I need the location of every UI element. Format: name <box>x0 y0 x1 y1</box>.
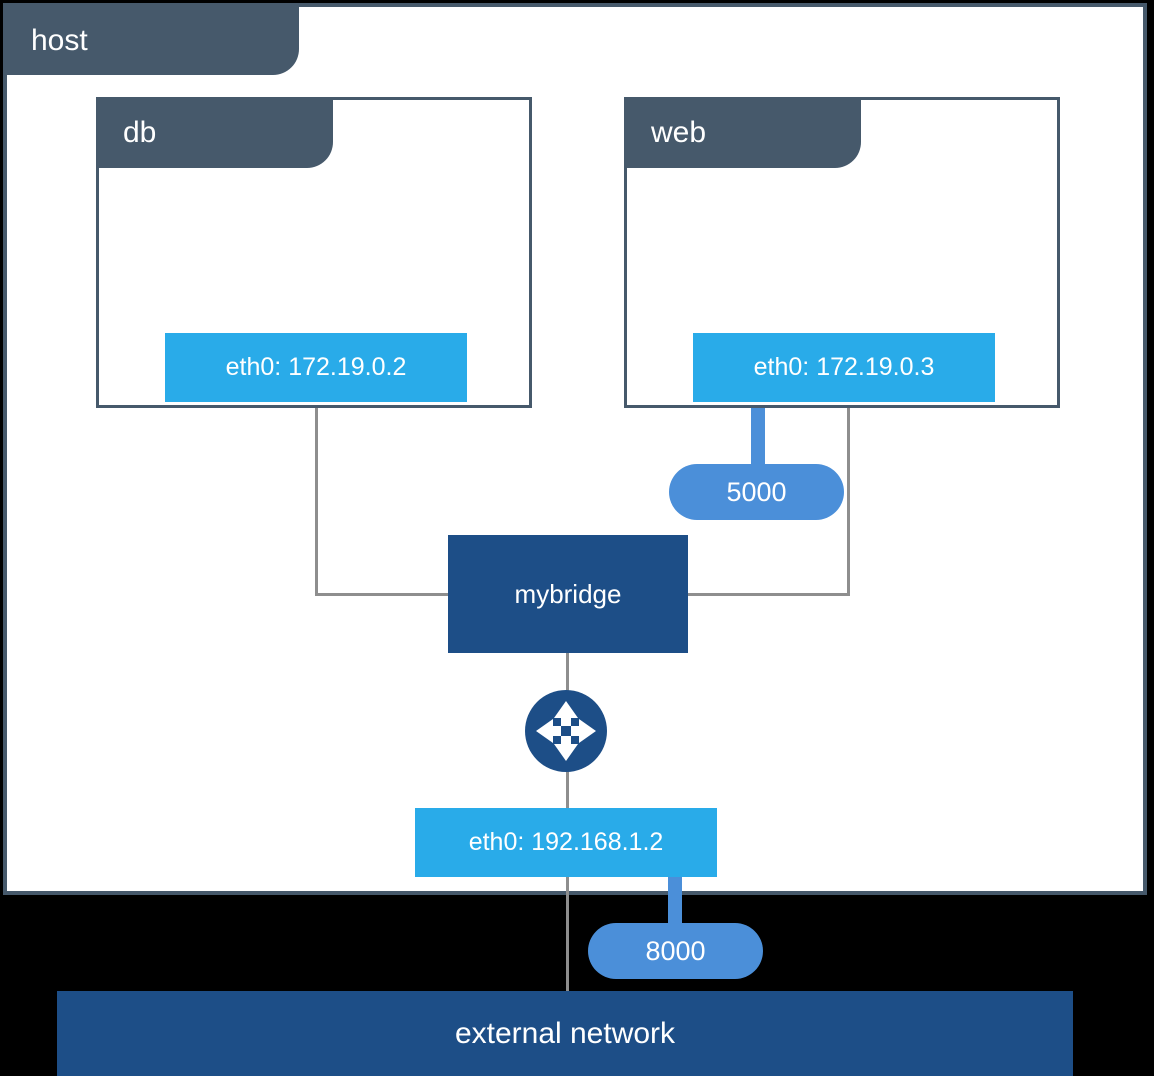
wire-web-to-bridge-vertical <box>847 408 850 596</box>
wire-db-to-bridge-horizontal <box>315 593 452 596</box>
bridge-mybridge-label: mybridge <box>514 578 622 609</box>
wire-host-to-external-network <box>566 876 569 994</box>
port-pill-8000-label: 8000 <box>645 935 706 966</box>
interface-badge-host[interactable]: eth0: 192.168.1.2 <box>415 808 717 877</box>
host-tab-label: host <box>31 24 88 57</box>
port-pill-5000-label: 5000 <box>726 476 787 507</box>
interface-badge-host-label: eth0: 192.168.1.2 <box>468 828 664 856</box>
host-tab: host <box>7 7 299 75</box>
external-network-bar[interactable]: external network <box>57 991 1073 1076</box>
wire-db-to-bridge-vertical <box>315 408 318 596</box>
port-pill-8000[interactable]: 8000 <box>588 923 763 979</box>
interface-badge-web-label: eth0: 172.19.0.3 <box>753 353 935 381</box>
interface-badge-web[interactable]: eth0: 172.19.0.3 <box>693 333 995 402</box>
external-network-label: external network <box>454 1016 676 1050</box>
interface-badge-db-label: eth0: 172.19.0.2 <box>225 353 407 381</box>
container-db-tab: db <box>99 100 333 168</box>
interface-badge-db[interactable]: eth0: 172.19.0.2 <box>165 333 467 402</box>
container-web-label: web <box>651 116 707 149</box>
router-icon <box>524 689 608 773</box>
container-db-label: db <box>123 116 157 149</box>
container-web-tab: web <box>627 100 861 168</box>
bridge-mybridge[interactable]: mybridge <box>448 535 688 653</box>
port-pill-5000[interactable]: 5000 <box>669 464 844 520</box>
wire-web-interface-to-port-5000 <box>751 402 765 470</box>
wire-web-to-bridge-horizontal <box>686 593 850 596</box>
wire-host-interface-to-port-8000 <box>668 876 682 924</box>
